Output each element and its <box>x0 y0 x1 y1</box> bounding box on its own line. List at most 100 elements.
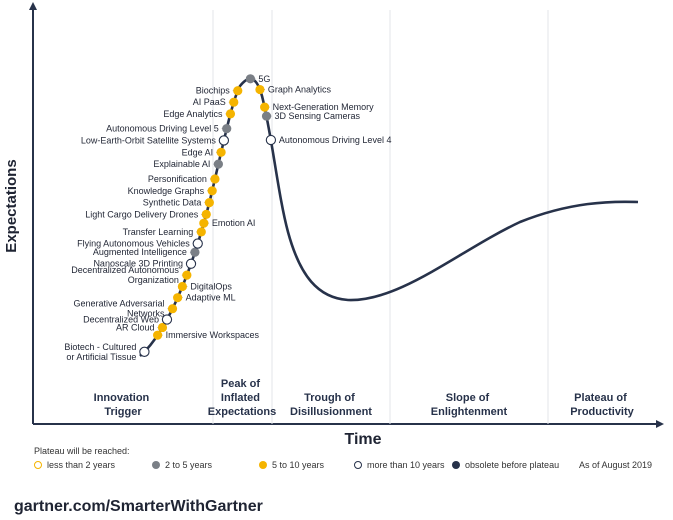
technology-label: Graph Analytics <box>268 85 332 95</box>
hollow-white-dot-icon <box>354 461 362 469</box>
technology-label: Edge AI <box>182 147 214 157</box>
phase-plateau-of-productivity: Plateau of Productivity <box>570 392 634 418</box>
technology-biochips: Biochips <box>196 86 243 96</box>
technology-label: Edge Analytics <box>163 109 223 119</box>
technology-autonomous-driving-level-4: Autonomous Driving Level 4 <box>265 134 392 146</box>
technology-next-generation-memory: Next-Generation Memory <box>260 102 374 112</box>
technology-label: 3D Sensing Cameras <box>275 111 361 121</box>
technology-label: Adaptive ML <box>186 293 236 303</box>
technology-light-cargo-delivery-drones: Light Cargo Delivery Drones <box>85 209 211 219</box>
hype-cycle-chart: Expectations Time Innovation Trigger Pea… <box>3 2 664 445</box>
technology-label: Low-Earth-Orbit Satellite Systems <box>81 135 217 145</box>
technology-marker-dot <box>265 134 277 146</box>
technology-marker-dot <box>216 147 226 157</box>
technology-ai-paas: AI PaaS <box>193 97 239 107</box>
technology-flying-autonomous-vehicles: Flying Autonomous Vehicles <box>77 238 203 249</box>
technology-low-earth-orbit-satellite-systems: Low-Earth-Orbit Satellite Systems <box>81 135 230 146</box>
technology-label: Autonomous Driving Level 4 <box>279 135 392 145</box>
technology-marker-dot <box>225 109 236 119</box>
technology-marker-dot <box>213 159 223 169</box>
gray-dot-icon <box>152 461 160 469</box>
legend-item-2-to-5-years: 2 to 5 years <box>152 460 212 470</box>
technology-marker-dot <box>233 86 243 96</box>
technology-decentralized-web: Decentralized Web <box>83 314 173 325</box>
technology-marker-dot <box>190 247 200 257</box>
technology-label: Nanoscale 3D Printing <box>93 259 183 269</box>
x-axis-title: Time <box>344 431 381 445</box>
technology-marker-dot <box>173 293 183 303</box>
technology-marker-dot <box>207 186 217 196</box>
technology-label: DigitalOps <box>190 281 232 291</box>
technology-marker-dot <box>161 314 173 325</box>
technology-label: Light Cargo Delivery Drones <box>85 209 199 219</box>
technology-marker-dot <box>204 198 214 208</box>
technology-marker-dot <box>192 238 203 249</box>
technology-explainable-ai: Explainable AI <box>153 159 223 169</box>
technology-label: Transfer Learning <box>123 227 194 237</box>
technology-5g: 5G <box>245 74 270 84</box>
technology-graph-analytics: Graph Analytics <box>255 85 331 95</box>
x-axis-arrow <box>656 420 664 428</box>
technology-marker-dot <box>177 281 187 292</box>
technology-marker-dot <box>222 124 232 134</box>
technology-marker-dot <box>201 209 211 219</box>
footer-url[interactable]: gartner.com/SmarterWithGartner <box>14 498 263 515</box>
technology-marker-dot <box>182 270 192 280</box>
phase-trough-of-disillusionment: Trough of Disillusionment <box>290 392 372 418</box>
technology-label: AI PaaS <box>193 97 226 107</box>
hollow-gold-dot-icon <box>34 461 42 469</box>
legend-item-less-than-2-years: less than 2 years <box>34 460 115 470</box>
y-axis-title: Expectations <box>3 159 20 252</box>
technology-immersive-workspaces: Immersive Workspaces <box>153 330 259 340</box>
technology-personification: Personification <box>148 174 220 184</box>
phase-slope-of-enlightenment: Slope of Enlightenment <box>431 392 508 418</box>
technology-marker-dot <box>229 97 239 107</box>
technology-label: Biochips <box>196 86 231 96</box>
technology-marker-dot <box>185 258 197 269</box>
phase-peak-of-inflated-expectations: Peak of Inflated Expectations <box>208 378 276 418</box>
technology-label: Knowledge Graphs <box>128 186 205 196</box>
technology-marker-dot <box>260 102 270 112</box>
technology-marker-dot <box>218 135 230 146</box>
technology-marker-dot <box>153 330 163 340</box>
technology-ar-cloud: AR Cloud <box>116 322 168 333</box>
technology-label: Next-Generation Memory <box>273 102 375 112</box>
technology-marker-dot <box>139 346 150 357</box>
legend-title: Plateau will be reached: <box>34 446 130 456</box>
technology-label: Augmented Intelligence <box>93 247 187 257</box>
legend-item-5-to-10-years: 5 to 10 years <box>259 460 324 470</box>
technology-label: Autonomous Driving Level 5 <box>106 124 219 134</box>
technology-synthetic-data: Synthetic Data <box>143 198 214 208</box>
technology-edge-analytics: Edge Analytics <box>163 109 236 119</box>
legend: Plateau will be reached: less than 2 yea… <box>34 446 664 478</box>
technology-label: 5G <box>258 74 270 84</box>
technology-marker-dot <box>261 111 272 121</box>
technology-label: Immersive Workspaces <box>166 330 260 340</box>
technology-label: Explainable AI <box>153 159 210 169</box>
legend-label: 5 to 10 years <box>272 460 325 470</box>
technology-marker-dot <box>157 322 168 333</box>
technology-marker-dot <box>245 74 255 84</box>
technology-transfer-learning: Transfer Learning <box>123 227 206 237</box>
technology-marker-dot <box>196 227 206 237</box>
technology-autonomous-driving-level-5: Autonomous Driving Level 5 <box>106 124 232 134</box>
technology-label: Decentralized Web <box>83 315 159 325</box>
technology-3d-sensing-cameras: 3D Sensing Cameras <box>261 111 361 121</box>
technology-label: Emotion AI <box>212 218 256 228</box>
technology-digitalops: DigitalOps <box>177 281 232 292</box>
technology-augmented-intelligence: Augmented Intelligence <box>93 247 200 257</box>
phase-dividers <box>212 10 549 424</box>
legend-label: more than 10 years <box>367 460 445 470</box>
legend-item-obsolete-before-plateau: obsolete before plateau <box>452 460 559 470</box>
technology-knowledge-graphs: Knowledge Graphs <box>128 186 217 196</box>
phase-labels: Innovation Trigger Peak of Inflated Expe… <box>94 378 635 418</box>
technology-marker-dot <box>167 304 178 314</box>
technology-label: AR Cloud <box>116 322 155 332</box>
phase-innovation-trigger: Innovation Trigger <box>94 392 153 418</box>
